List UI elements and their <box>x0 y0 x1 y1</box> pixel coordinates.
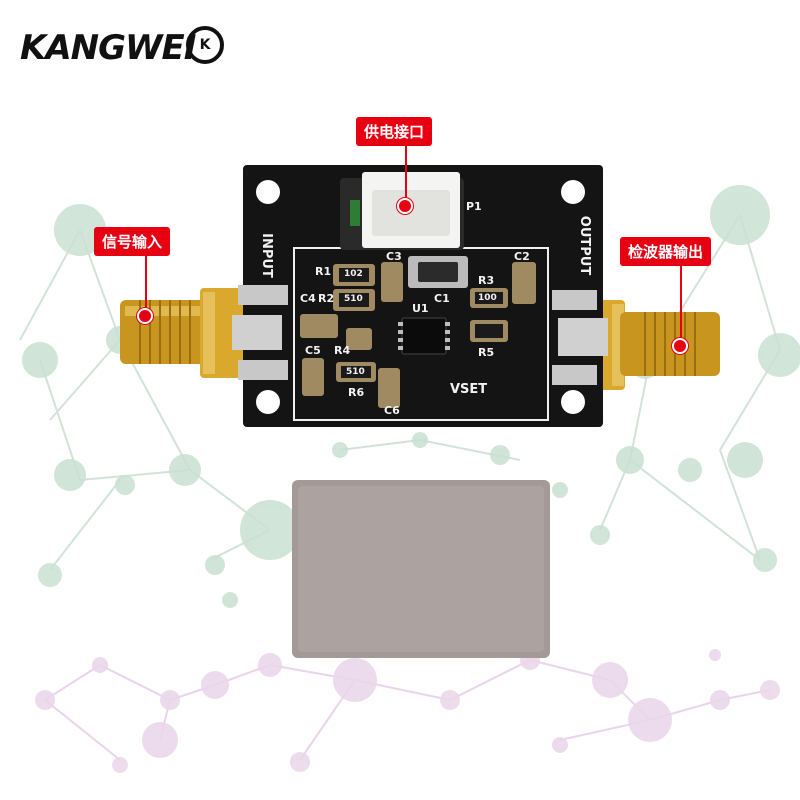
c5-label: C5 <box>305 344 321 357</box>
r5-label: R5 <box>478 346 495 359</box>
callout-power-dot <box>397 198 413 214</box>
u1-label: U1 <box>412 302 429 315</box>
brand-logo: KANGWEI <box>20 28 196 68</box>
r3-label: R3 <box>478 274 495 287</box>
p1-label: P1 <box>466 200 482 213</box>
resistor-mark-4: 100 <box>478 293 497 303</box>
callout-input-line <box>145 254 147 310</box>
c4-label: C4 <box>300 292 316 305</box>
callout-detector-output: 检波器输出 <box>620 237 712 266</box>
r2-label: R2 <box>318 292 335 305</box>
r6-label: R6 <box>348 386 365 399</box>
input-label: INPUT <box>258 233 274 278</box>
vset-label: VSET <box>450 382 488 397</box>
r1-label: R1 <box>315 265 332 278</box>
callout-output-line <box>680 264 682 340</box>
input-sma-connector <box>120 288 246 378</box>
c2-label: C2 <box>514 250 530 263</box>
callout-input-dot <box>137 308 153 324</box>
resistor-mark-3: 510 <box>346 367 365 377</box>
c3-label: C3 <box>386 250 402 263</box>
c6-label: C6 <box>384 404 400 417</box>
callout-output-dot <box>672 338 688 354</box>
callout-power-line <box>405 144 407 200</box>
resistor-mark-2: 510 <box>344 294 363 304</box>
r4-label: R4 <box>334 344 351 357</box>
output-label: OUTPUT <box>577 215 593 276</box>
callout-power-interface: 供电接口 <box>356 117 433 146</box>
brand-badge: K <box>186 26 224 64</box>
callout-signal-input: 信号输入 <box>94 227 171 256</box>
resistor-mark-1: 102 <box>344 269 363 279</box>
c1-label: C1 <box>434 292 450 305</box>
